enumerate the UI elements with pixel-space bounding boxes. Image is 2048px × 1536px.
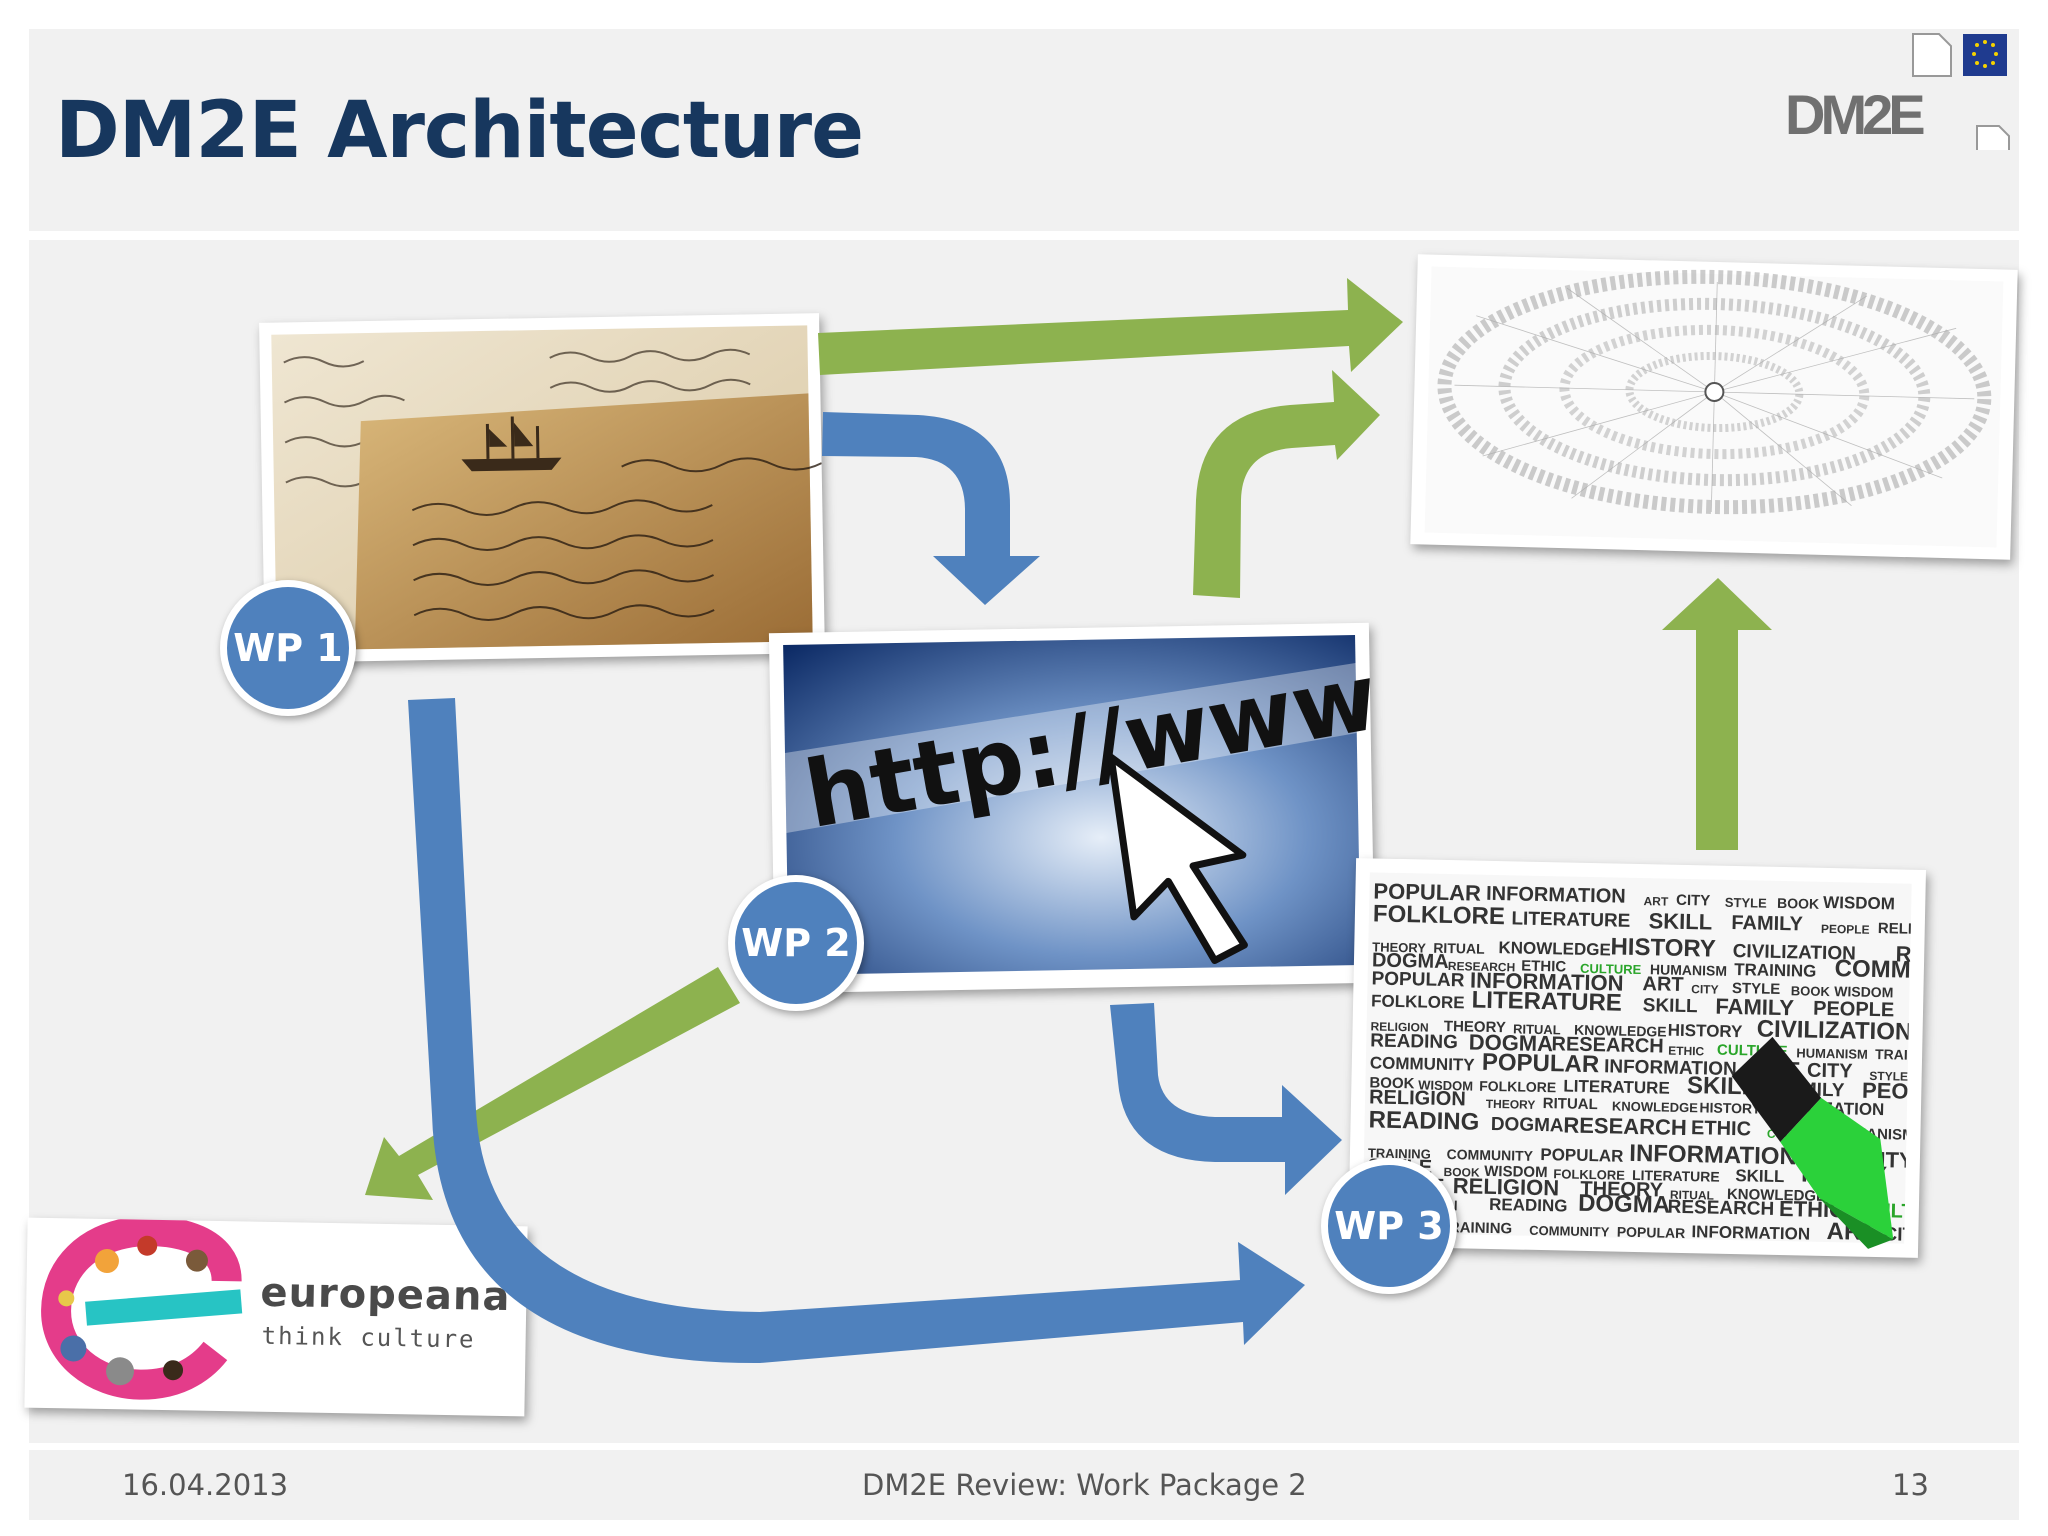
wp2-badge: WP 2 (728, 875, 864, 1011)
green-arrow-to-europeana (365, 967, 740, 1200)
manuscript-image (259, 313, 825, 663)
logo-text: DM2E (1785, 83, 1926, 146)
green-arrow-http-to-graph (1193, 370, 1380, 598)
footer-title: DM2E Review: Work Package 2 (862, 1468, 1307, 1502)
green-arrow-top (818, 278, 1403, 375)
blue-arrow-http-to-wordcloud (1110, 1003, 1342, 1195)
green-arrow-up (1662, 578, 1772, 850)
blue-arrow-manuscript-to-http (822, 412, 1040, 605)
wp1-badge: WP 1 (220, 580, 356, 716)
header-band (29, 29, 2019, 231)
footer-band (29, 1450, 2019, 1520)
footer-date: 16.04.2013 (122, 1468, 289, 1502)
slide-title: DM2E Architecture (55, 86, 864, 176)
http-image: http://www (768, 622, 1376, 994)
dm2e-logo: DM2E (1785, 30, 2020, 155)
page-number: 13 (1892, 1468, 1929, 1502)
wp3-badge: WP 3 (1321, 1158, 1457, 1294)
network-graph-image (1410, 254, 2018, 560)
blue-arrow-wp1-to-wp3 (408, 698, 1305, 1364)
document-icon (1912, 33, 2010, 155)
europeana-logo: europeana think culture (24, 1217, 528, 1417)
